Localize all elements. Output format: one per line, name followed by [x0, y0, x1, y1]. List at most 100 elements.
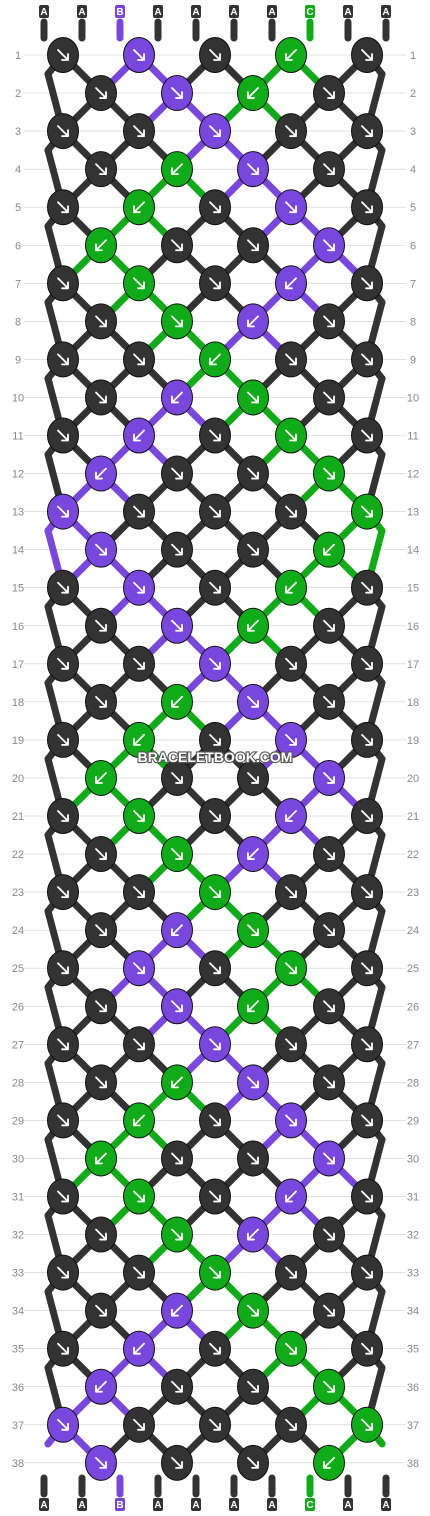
- knot: [47, 493, 79, 530]
- row-number-left: 12: [12, 469, 24, 481]
- knot: [47, 798, 79, 834]
- arrow-forward-icon: [247, 1152, 259, 1165]
- arrow-forward-icon: [285, 1342, 297, 1355]
- arrow-forward-icon: [247, 695, 259, 708]
- arrow-forward-icon: [247, 772, 259, 784]
- arrow-forward-icon: [323, 619, 335, 632]
- arrow-forward-icon: [209, 734, 221, 746]
- knot: [275, 798, 307, 834]
- strand-label-bottom-bg: [115, 1498, 125, 1511]
- arrow-backward-icon: [247, 1228, 259, 1241]
- arrow-forward-icon: [209, 125, 221, 137]
- arrow-forward-icon: [285, 886, 297, 898]
- arrow-forward-icon: [247, 1076, 259, 1089]
- row-number-right: 15: [407, 583, 419, 595]
- arrow-forward-icon: [209, 429, 221, 442]
- knot: [123, 950, 155, 987]
- arrow-forward-icon: [209, 201, 221, 214]
- arrow-forward-icon: [95, 1456, 107, 1469]
- knot: [275, 1102, 307, 1139]
- knot: [351, 189, 383, 226]
- strand-label-top-bg: [115, 5, 125, 18]
- row-number-right: 18: [407, 697, 419, 709]
- arrow-backward-icon: [95, 239, 107, 252]
- knots: [47, 37, 383, 1481]
- knot: [47, 1026, 79, 1063]
- row-number-left: 16: [12, 621, 24, 633]
- knot: [351, 341, 383, 378]
- knot: [313, 455, 345, 492]
- arrow-forward-icon: [361, 1190, 373, 1203]
- strand-label-top-bg: [153, 5, 163, 18]
- knot: [123, 37, 155, 73]
- arrow-forward-icon: [133, 657, 145, 670]
- knot: [161, 1368, 193, 1405]
- row-number-right: 26: [407, 1001, 419, 1013]
- arrow-forward-icon: [285, 1418, 297, 1431]
- knot: [47, 417, 79, 454]
- knot: [85, 1444, 117, 1481]
- knot: [275, 37, 307, 73]
- knot: [237, 759, 269, 796]
- arrow-forward-icon: [247, 467, 259, 480]
- knot: [199, 189, 231, 226]
- strand-label-top-bg: [39, 5, 49, 18]
- arrow-forward-icon: [361, 505, 373, 518]
- arrow-forward-icon: [171, 239, 183, 252]
- knot: [237, 988, 269, 1025]
- row-number-right: 36: [407, 1382, 419, 1394]
- knot: [275, 417, 307, 454]
- arrow-forward-icon: [95, 1228, 107, 1241]
- thread-ends: [40, 18, 390, 1498]
- arrow-forward-icon: [57, 581, 69, 594]
- row-number-right: 23: [407, 887, 419, 899]
- row-number-left: 25: [12, 963, 24, 975]
- arrow-forward-icon: [323, 315, 335, 328]
- knot: [275, 874, 307, 911]
- row-number-left: 14: [12, 545, 24, 557]
- row-number-left: 8: [15, 316, 21, 328]
- knot: [237, 151, 269, 188]
- row-number-right: 14: [407, 545, 419, 557]
- arrow-forward-icon: [133, 1418, 145, 1431]
- knot: [123, 645, 155, 682]
- arrow-forward-icon: [209, 505, 221, 518]
- knot: [199, 569, 231, 606]
- knot: [313, 1368, 345, 1405]
- row-number-left: 5: [15, 202, 21, 214]
- knot: [123, 1026, 155, 1063]
- arrow-forward-icon: [323, 1228, 335, 1241]
- knot: [123, 1102, 155, 1139]
- knot: [123, 721, 155, 758]
- knot: [313, 1064, 345, 1101]
- knot: [351, 721, 383, 758]
- arrow-forward-icon: [209, 657, 221, 670]
- row-number-left: 33: [12, 1268, 24, 1280]
- arrow-backward-icon: [133, 734, 145, 746]
- strand-label-bottom-bg: [381, 1498, 391, 1511]
- row-number-right: 1: [410, 50, 416, 62]
- arrow-forward-icon: [57, 962, 69, 975]
- knot: [85, 303, 117, 340]
- strand-label-bottom-bg: [153, 1498, 163, 1511]
- arrow-forward-icon: [285, 505, 297, 518]
- row-number-right: 4: [410, 164, 416, 176]
- knot: [47, 874, 79, 911]
- arrow-forward-icon: [361, 1114, 373, 1127]
- strand-label-top-bg: [191, 5, 201, 18]
- knot: [161, 151, 193, 188]
- strand-label-bottom-bg: [77, 1498, 87, 1511]
- arrow-backward-icon: [285, 277, 297, 290]
- knot: [47, 645, 79, 682]
- arrow-forward-icon: [285, 734, 297, 746]
- arrow-forward-icon: [247, 163, 259, 176]
- arrow-forward-icon: [57, 1038, 69, 1051]
- arrow-forward-icon: [133, 353, 145, 366]
- row-number-right: 11: [407, 431, 418, 443]
- arrow-forward-icon: [171, 1456, 183, 1469]
- knot: [47, 265, 79, 302]
- row-number-right: 22: [407, 849, 419, 861]
- knot: [85, 379, 117, 416]
- knot: [199, 1178, 231, 1215]
